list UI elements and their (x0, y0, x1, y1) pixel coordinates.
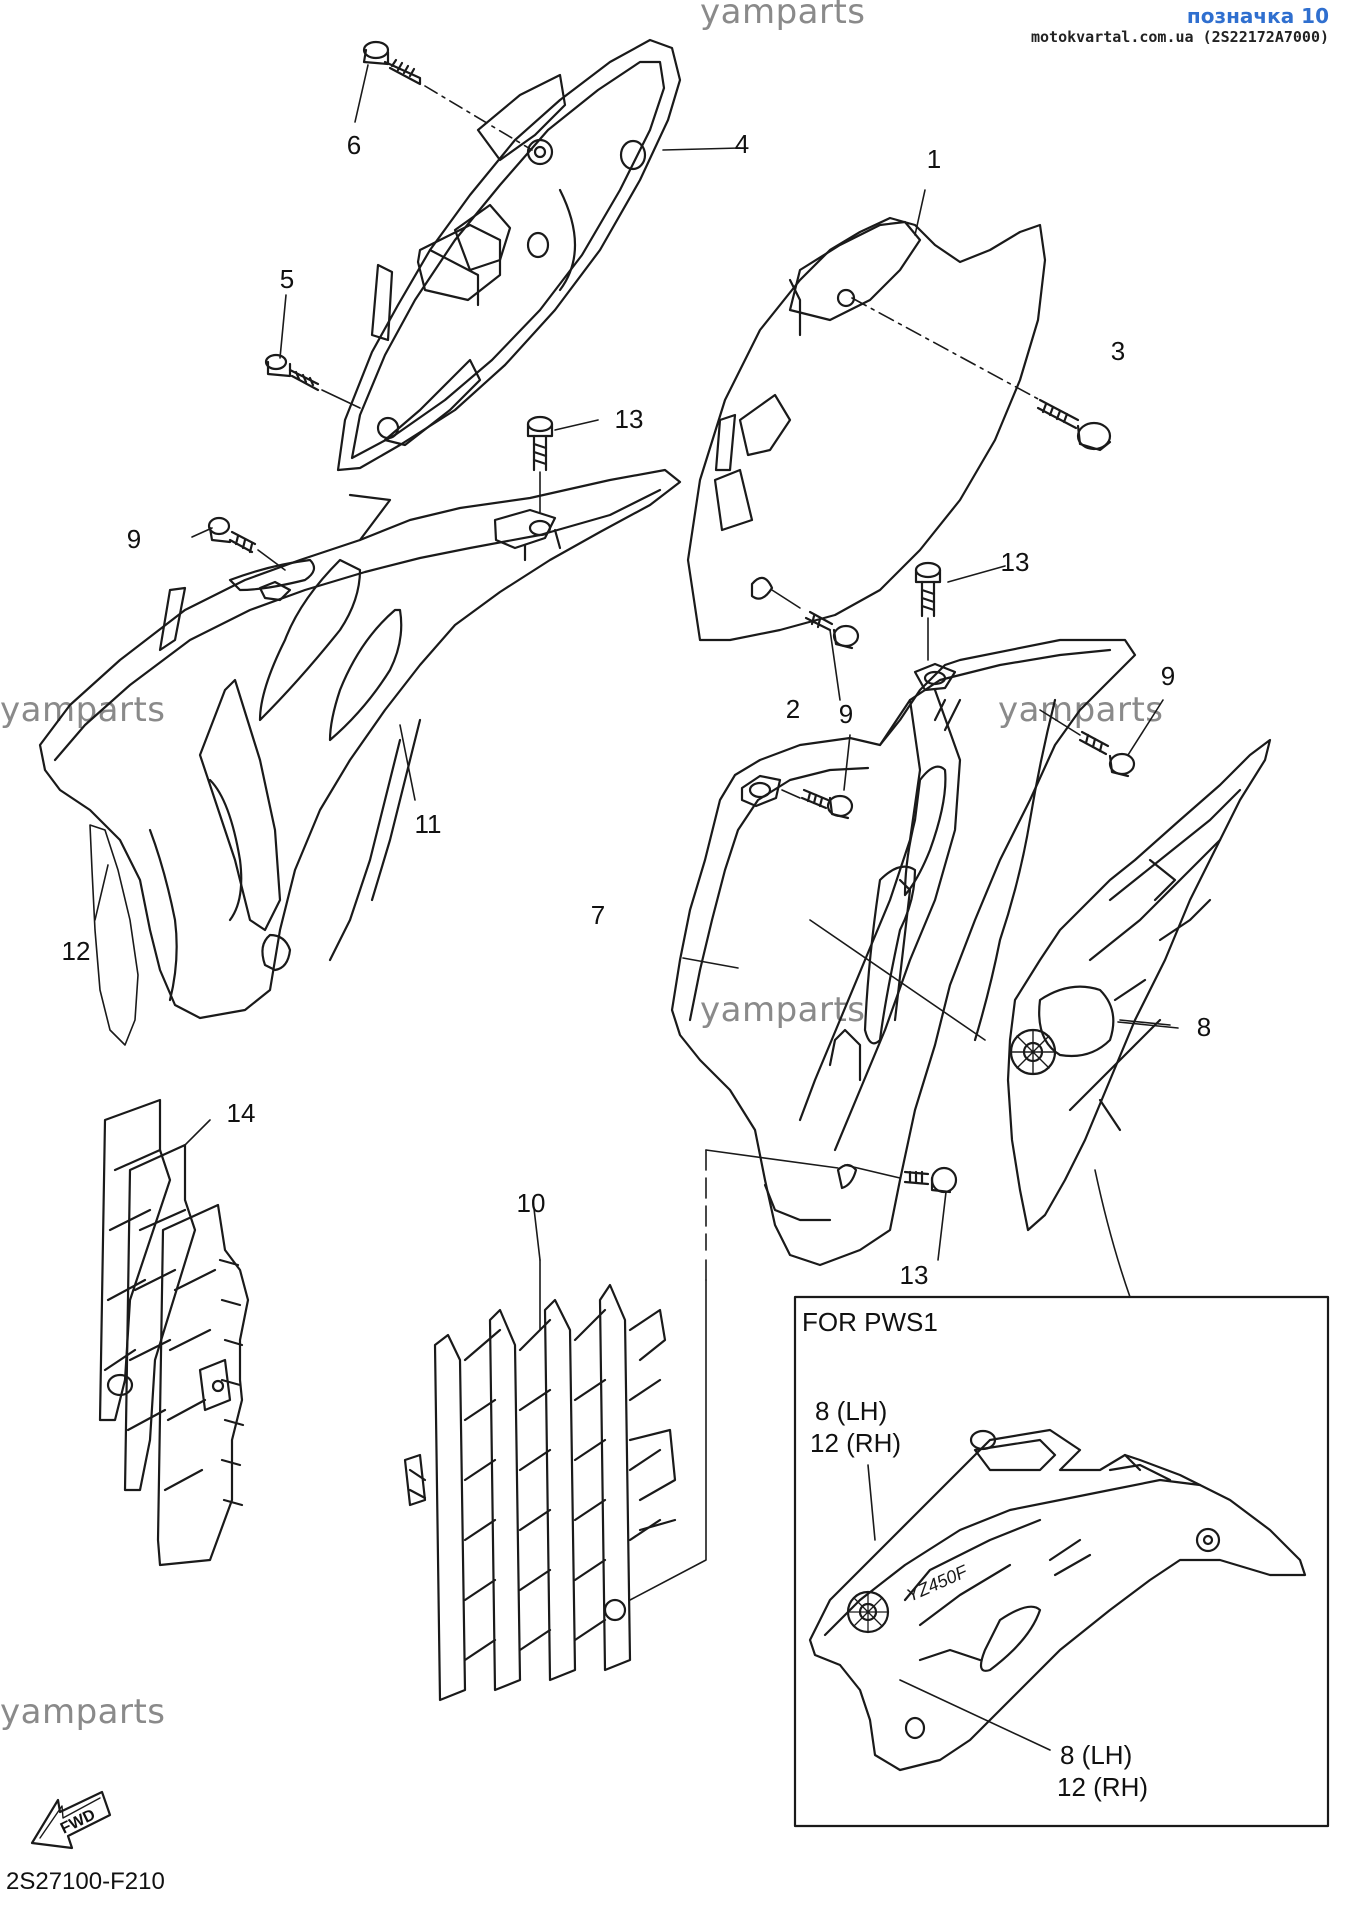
inset-label-top-lh: 8 (LH) (815, 1396, 887, 1426)
callout-5: 5 (280, 264, 294, 294)
watermark: yamparts (0, 1692, 166, 1732)
bolt-part-13-right-upper (914, 561, 942, 661)
inset-title: FOR PWS1 (802, 1307, 938, 1337)
bolt-part-6 (362, 40, 533, 151)
decal-part-8 (1006, 738, 1272, 1232)
bolt-part-13-upper-left (526, 415, 554, 513)
radiator-shroud-part-11 (38, 468, 682, 1020)
bolt-part-3 (851, 297, 1112, 452)
inset-label-bottom-rh: 12 (RH) (1057, 1772, 1148, 1802)
decal-part-12 (89, 824, 139, 1046)
bolt-part-9-right (1039, 709, 1136, 778)
bolt-part-9-center (781, 788, 854, 820)
callout-1: 1 (927, 144, 941, 174)
callout-numbers: 1 2 3 4 5 6 7 8 9 9 9 10 11 12 13 13 13 … (62, 129, 1212, 1290)
callout-12: 12 (62, 936, 91, 966)
fwd-arrow (30, 1790, 112, 1850)
bolt-part-5 (264, 353, 361, 409)
source-line: motokvartal.com.ua (2S22172A7000) (1030, 28, 1329, 46)
callout-14: 14 (227, 1098, 256, 1128)
inset-labels: FOR PWS1 8 (LH) 12 (RH) 8 (LH) 12 (RH) (802, 1307, 1148, 1802)
callout-4: 4 (735, 129, 749, 159)
reference-label: позначка 10 (1186, 4, 1329, 28)
radiator-shroud-part-7 (670, 638, 1137, 1267)
watermark: yamparts (0, 690, 166, 730)
callout-8: 8 (1197, 1012, 1211, 1042)
radiator-louver-part-10 (403, 1259, 707, 1702)
callout-3: 3 (1111, 336, 1125, 366)
callout-7: 7 (591, 900, 605, 930)
callout-6: 6 (347, 130, 361, 160)
callout-13-upper-right: 13 (1001, 547, 1030, 577)
bolt-part-13-lower (705, 1149, 958, 1281)
callout-11: 11 (415, 809, 442, 839)
inset-label-bottom-lh: 8 (LH) (1060, 1740, 1132, 1770)
leader-lines (94, 64, 1171, 1261)
inset-label-top-rh: 12 (RH) (810, 1428, 901, 1458)
callout-9-right: 9 (1161, 661, 1175, 691)
callout-9-center: 9 (839, 699, 853, 729)
watermark: yamparts (700, 0, 866, 32)
callout-13-lower: 13 (900, 1260, 929, 1290)
bolt-part-2 (771, 589, 860, 650)
diagram-code: 2S27100-F210 (6, 1868, 165, 1895)
side-cover-part-4 (336, 38, 682, 472)
side-cover-part-1 (686, 216, 1047, 642)
bolt-part-9-left (207, 516, 286, 571)
callout-9-left: 9 (127, 524, 141, 554)
radiator-guard-part-14 (98, 1098, 250, 1567)
callout-13-upper-left: 13 (615, 404, 644, 434)
callout-10: 10 (517, 1188, 546, 1218)
callout-2: 2 (786, 694, 800, 724)
inset-pws1: YZ450F (793, 1169, 1330, 1828)
